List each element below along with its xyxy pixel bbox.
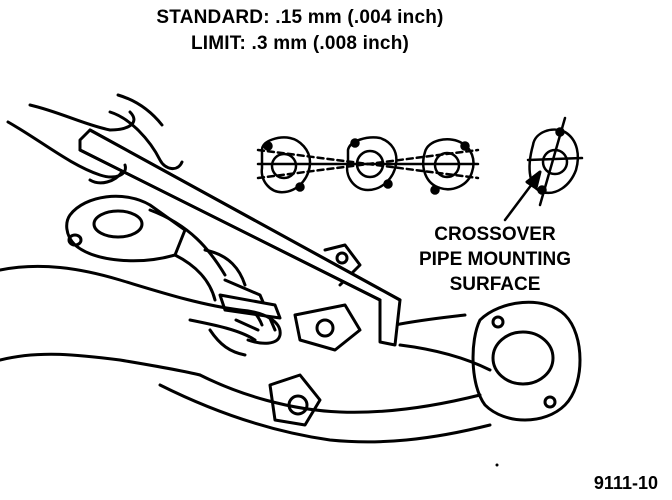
figure-number: 9111-10 bbox=[593, 473, 658, 493]
lower-hand bbox=[0, 264, 282, 377]
callout-line-2: PIPE MOUNTING bbox=[418, 249, 571, 270]
flatness-check-diagram bbox=[256, 116, 584, 207]
flange-outline-1 bbox=[260, 136, 312, 194]
spec-standard: STANDARD: .15 mm (.004 inch) bbox=[156, 7, 444, 28]
callout-crossover-pipe-mounting-surface: CROSSOVER PIPE MOUNTING SURFACE bbox=[395, 222, 595, 297]
straightedge bbox=[78, 128, 402, 347]
callout-line-1: CROSSOVER bbox=[434, 224, 556, 245]
upper-hand bbox=[6, 93, 184, 185]
callout-arrow bbox=[503, 170, 542, 222]
feeler-gauge bbox=[218, 293, 282, 320]
flange-outline-3 bbox=[422, 138, 475, 191]
spec-limit: LIMIT: .3 mm (.008 inch) bbox=[190, 33, 410, 54]
callout-line-3: SURFACE bbox=[449, 274, 541, 295]
